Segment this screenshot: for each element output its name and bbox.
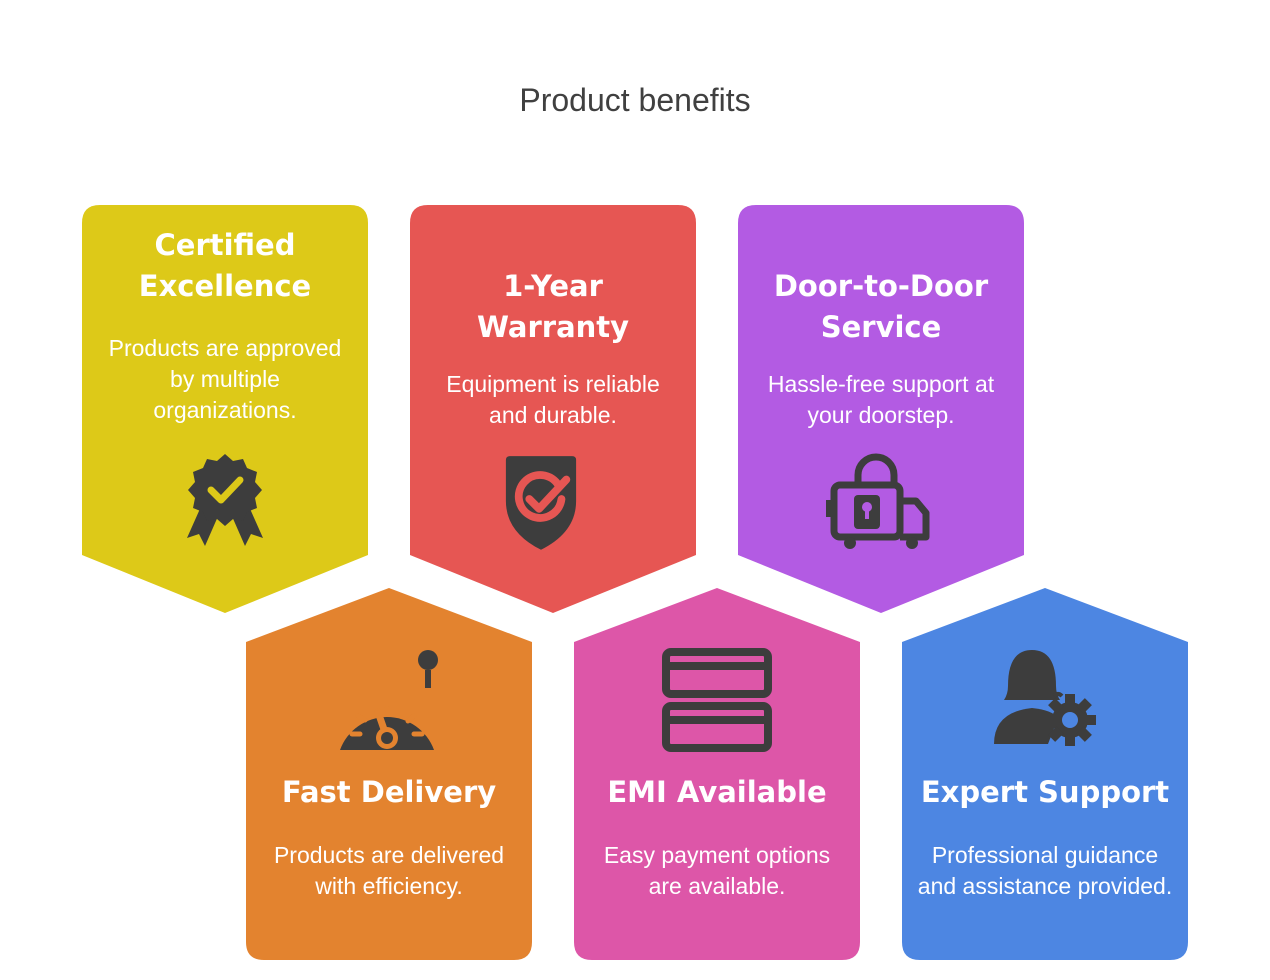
card-background (574, 588, 860, 960)
card-description: Equipment is reliable and durable. (446, 371, 660, 428)
card-background (410, 205, 696, 613)
benefit-card-certified-excellence: Certified Excellence Products are approv… (82, 205, 368, 613)
card-title: Certified Excellence (138, 228, 312, 303)
card-title: EMI Available (607, 775, 827, 809)
card-background (246, 588, 532, 960)
shield-check-icon (505, 456, 577, 550)
benefit-card-emi: EMI Available Easy payment options are a… (574, 588, 860, 960)
benefit-card-warranty: 1-Year Warranty Equipment is reliable an… (410, 205, 696, 613)
benefit-card-door-to-door: Door-to-Door Service Hassle-free support… (738, 205, 1024, 613)
card-background (82, 205, 368, 613)
card-description: Products are delivered with efficiency. (273, 842, 505, 899)
card-description: Easy payment options are available. (603, 842, 831, 899)
payment-cards-icon (662, 648, 772, 752)
card-title: 1-Year Warranty (476, 269, 630, 344)
support-agent-gear-icon (994, 650, 1096, 746)
page-title: Product benefits (519, 82, 751, 118)
card-title: Expert Support (920, 775, 1170, 809)
card-description: Professional guidance and assistance pro… (917, 842, 1173, 899)
speedometer-icon (340, 650, 438, 750)
locked-truck-icon (826, 453, 930, 549)
benefit-card-fast-delivery: Fast Delivery Products are delivered wit… (246, 588, 532, 960)
award-ribbon-icon (187, 454, 263, 546)
card-background (902, 588, 1188, 960)
card-title: Fast Delivery (281, 775, 497, 809)
card-background (738, 205, 1024, 613)
card-title: Door-to-Door Service (773, 269, 989, 344)
benefit-card-expert-support: Expert Support Professional guidance and… (902, 588, 1188, 960)
card-description: Products are approved by multiple organi… (108, 335, 342, 423)
card-description: Hassle-free support at your doorstep. (767, 371, 995, 428)
